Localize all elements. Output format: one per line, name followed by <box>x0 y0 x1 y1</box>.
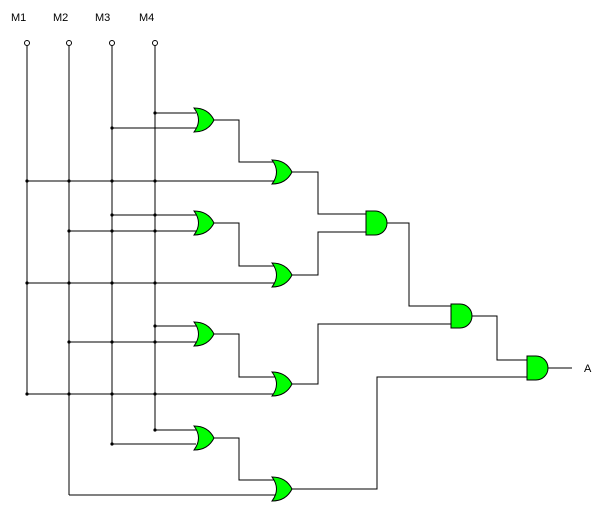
junction <box>25 179 29 183</box>
junction <box>110 213 114 217</box>
wire-or6-to-and2 <box>292 323 451 385</box>
junction <box>67 281 71 285</box>
junction <box>110 392 114 396</box>
input-pin-m2[interactable] <box>66 40 72 46</box>
and-gate-3 <box>526 355 549 381</box>
junction <box>153 229 157 233</box>
input-label-m4: M4 <box>139 12 154 24</box>
or-gate-6 <box>271 371 293 397</box>
junction <box>67 392 71 396</box>
or-gate-5 <box>193 321 215 347</box>
output-label-a: A <box>584 363 592 375</box>
junction <box>110 179 114 183</box>
junction <box>67 340 71 344</box>
wire-and2-to-and3 <box>472 315 527 361</box>
wire-or8-to-and3 <box>292 376 527 490</box>
input-label-m3: M3 <box>95 12 110 24</box>
or-gate-3 <box>193 210 215 236</box>
junction <box>67 179 71 183</box>
junction <box>153 392 157 396</box>
wire-or4-to-and1 <box>292 231 366 276</box>
junction <box>153 340 157 344</box>
wire-or1-to-or2 <box>214 119 276 163</box>
input-label-m2: M2 <box>53 12 68 24</box>
or-gate-8 <box>271 476 293 502</box>
junction <box>67 229 71 233</box>
and-gate-2 <box>450 303 473 329</box>
or-gate-7 <box>193 425 215 451</box>
input-pin-m1[interactable] <box>24 40 30 46</box>
or-gate-2 <box>271 159 293 185</box>
junction <box>25 392 29 396</box>
wire-or5-to-or6 <box>214 333 276 378</box>
junction <box>110 229 114 233</box>
junction <box>153 111 157 115</box>
wire-and1-to-and2 <box>387 222 451 307</box>
junction <box>153 324 157 328</box>
junction <box>110 340 114 344</box>
junction <box>110 281 114 285</box>
junction <box>153 213 157 217</box>
wire-or3-to-or4 <box>214 222 276 267</box>
junction <box>153 281 157 285</box>
junction <box>110 126 114 130</box>
wire-or2-to-and1 <box>292 171 366 215</box>
junction-nodes <box>25 111 157 446</box>
input-label-m1: M1 <box>11 12 26 24</box>
input-pin-m3[interactable] <box>109 40 115 46</box>
junction <box>110 442 114 446</box>
junction <box>153 428 157 432</box>
input-pin-m4[interactable] <box>152 40 158 46</box>
wire-or7-to-or8 <box>214 437 276 481</box>
or-gate-4 <box>271 262 293 288</box>
or-gate-1 <box>193 107 215 133</box>
junction <box>153 179 157 183</box>
junction <box>25 281 29 285</box>
and-gate-1 <box>365 210 388 236</box>
